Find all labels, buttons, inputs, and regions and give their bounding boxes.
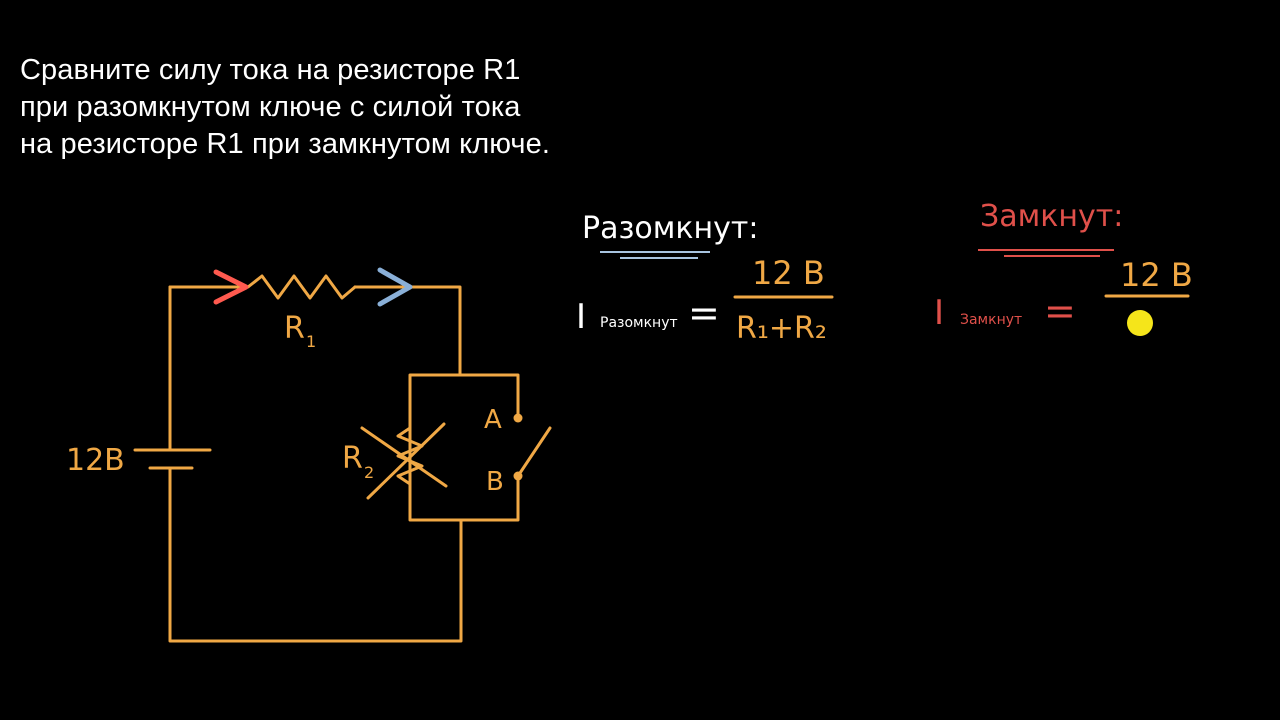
r1-label: R (284, 311, 305, 346)
current-arrow-blue (377, 267, 413, 307)
r1-subscript: 1 (306, 332, 316, 351)
question-text: Сравните силу тока на резисторе R1 при р… (20, 52, 620, 163)
terminal-b-label: B (486, 467, 504, 497)
closed-case: Замкнут: I Замкнут = 12 В (934, 199, 1193, 336)
open-numerator: 12 В (752, 254, 825, 292)
terminal-a-label: A (484, 405, 502, 435)
r2-subscript: 2 (364, 463, 374, 482)
open-denominator: R₁+R₂ (736, 311, 827, 346)
pen-cursor (1127, 310, 1153, 336)
current-arrow-red (213, 269, 249, 305)
closed-current-subscript: Замкнут (960, 312, 1022, 328)
open-current-symbol: I (576, 297, 586, 337)
resistor-r1 (226, 274, 357, 300)
open-heading: Разомкнут: (582, 211, 758, 246)
circuit-diagram: 12B R 1 R 2 A B (66, 267, 552, 643)
question-line-1: Сравните силу тока на резисторе R1 (20, 54, 521, 86)
switch-lever (516, 426, 552, 478)
open-case: Разомкнут: I Разомкнут = 12 В R₁+R₂ (576, 211, 834, 346)
branch-box (408, 373, 520, 522)
terminal-a-dot (513, 413, 523, 423)
variable-resistor-arrow (360, 422, 448, 500)
battery (133, 448, 212, 470)
resistor-r2 (396, 418, 424, 494)
closed-equals: = (1044, 289, 1076, 333)
wire-top-right (353, 285, 462, 377)
question-line-3: на резисторе R1 при замкнутом ключе. (20, 128, 551, 160)
open-equals: = (688, 291, 720, 335)
question-line-2: при разомкнутом ключе с силой тока (20, 91, 521, 123)
r2-label: R (342, 441, 363, 476)
open-current-subscript: Разомкнут (600, 315, 678, 331)
battery-label: 12B (66, 443, 125, 478)
wire-left-lower (168, 466, 463, 643)
closed-heading: Замкнут: (980, 199, 1123, 234)
closed-numerator: 12 В (1120, 256, 1193, 294)
closed-current-symbol: I (934, 293, 944, 333)
